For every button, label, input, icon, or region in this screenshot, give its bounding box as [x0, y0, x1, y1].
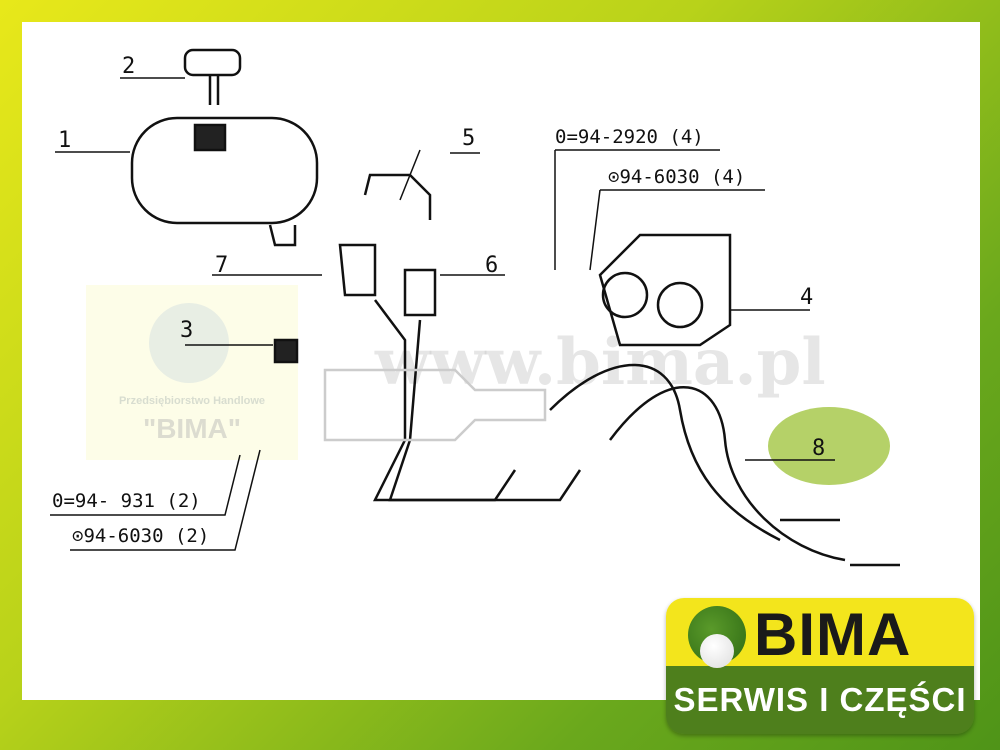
callout-2: 2 [122, 54, 136, 79]
callout-4: 4 [800, 285, 814, 310]
cap-part [183, 48, 242, 105]
part-8-highlight [768, 407, 890, 485]
flange-part [598, 233, 732, 347]
leader-lines [50, 77, 835, 551]
logo-brand: BIMA [754, 601, 912, 668]
ref-94-6030-4: ⊙94-6030 (4) [608, 166, 746, 188]
watermark-logo-icon [149, 303, 229, 383]
connector-part [273, 338, 547, 442]
bima-logo: BIMA SERWIS I CZĘŚCI [666, 598, 974, 734]
logo-ball-highlight-icon [700, 634, 734, 668]
ref-94-2920: 0=94-2920 (4) [555, 126, 704, 148]
tank-part [130, 116, 319, 247]
watermark-name: "BIMA" [142, 413, 242, 444]
callout-7: 7 [215, 253, 229, 278]
callout-8: 8 [812, 436, 826, 461]
watermark-box: Przedsiębiorstwo Handlowe "BIMA" [86, 285, 298, 460]
ref-94-6030-2: ⊙94-6030 (2) [72, 525, 210, 547]
callout-5: 5 [462, 126, 476, 151]
ref-94-931: 0=94- 931 (2) [52, 490, 201, 512]
logo-tagline: SERWIS I CZĘŚCI [666, 666, 974, 734]
callout-1: 1 [58, 128, 72, 153]
watermark-url: www.bima.pl [375, 325, 826, 400]
callout-6: 6 [485, 253, 499, 278]
hoses-part [549, 363, 900, 567]
pipes-part [338, 173, 582, 502]
watermark-company: Przedsiębiorstwo Handlowe [118, 395, 266, 407]
callout-3: 3 [180, 318, 194, 343]
